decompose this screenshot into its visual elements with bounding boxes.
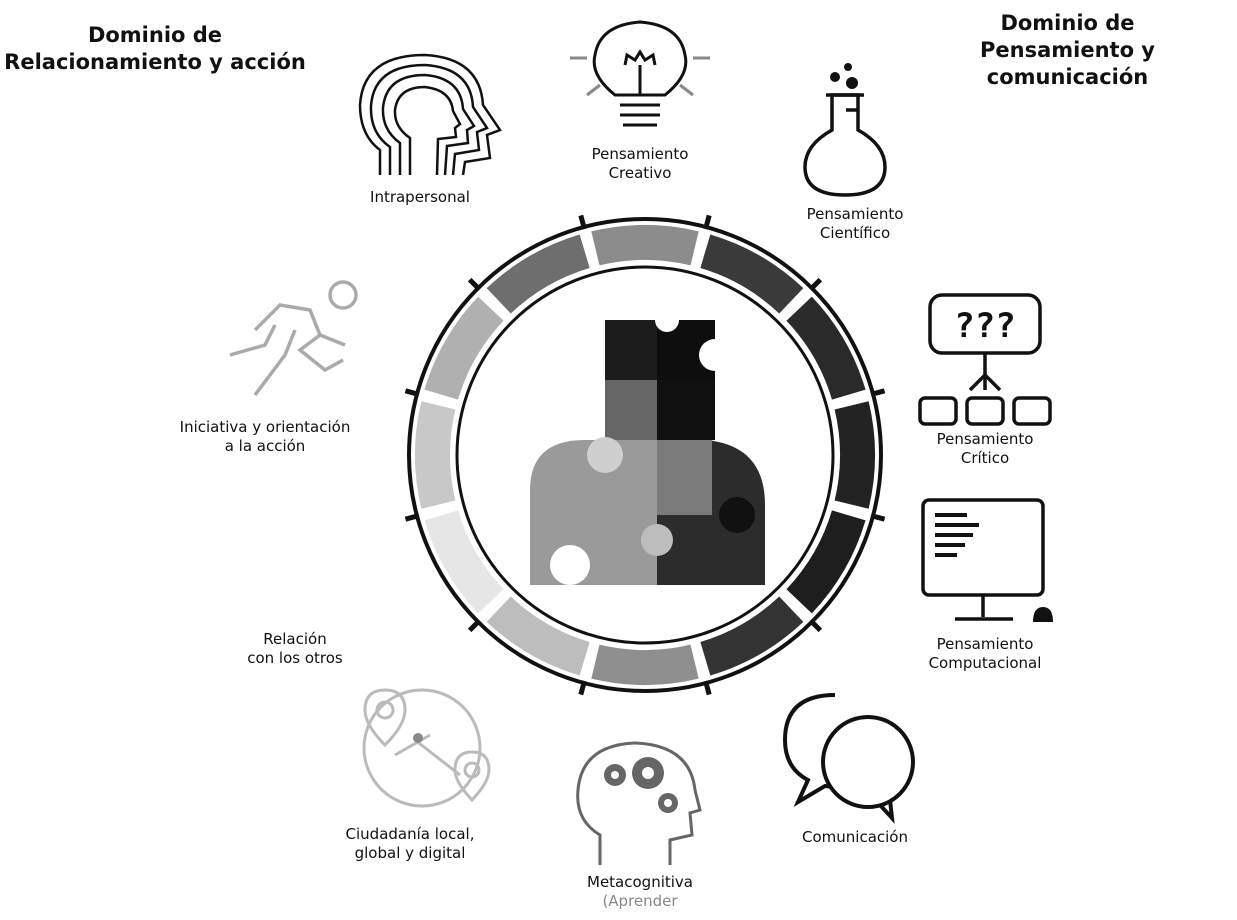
label-line1: Pensamiento: [591, 145, 689, 163]
flask-icon: [803, 63, 887, 197]
wheel-tick: [808, 618, 823, 633]
lightbulb-icon: [570, 20, 710, 127]
question-marks: ???: [954, 306, 1015, 346]
label-line1: Relación: [263, 630, 327, 648]
label-pensamiento-computacional: Pensamiento Computacional: [905, 635, 1065, 673]
wheel-tick: [703, 680, 712, 696]
wheel-tick: [703, 214, 712, 230]
wheel-outer-rim: [407, 217, 883, 693]
domain-heading-line1: Dominio de: [87, 23, 223, 47]
wheel-segment: [424, 296, 504, 400]
label-line2: Computacional: [928, 654, 1042, 672]
label-intrapersonal: Intrapersonal: [345, 188, 495, 207]
label-pensamiento-creativo: Pensamiento Creativo: [560, 145, 720, 183]
wheel-segment: [700, 596, 804, 676]
wheel-segment: [486, 234, 590, 314]
wheel-tick: [870, 388, 886, 397]
label-pensamiento-critico: Pensamiento Crítico: [905, 430, 1065, 468]
label-comunicacion: Comunicación: [775, 828, 935, 847]
head-gears-icon: [576, 741, 702, 865]
competency-wheel: [404, 214, 886, 696]
wheel-tick: [467, 277, 482, 292]
speech-bubbles-icon: [782, 693, 915, 824]
globe-pins-icon: [362, 688, 491, 808]
wheel-tick: [578, 214, 587, 230]
label-metacognitiva: Metacognitiva (Aprender: [560, 873, 720, 911]
wheel-segment: [415, 401, 456, 509]
wheel-tick: [404, 513, 420, 522]
puzzle-person-icon: [530, 308, 765, 585]
label-iniciativa: Iniciativa y orientación a la acción: [160, 418, 370, 456]
label-line2: Crítico: [960, 449, 1010, 467]
domain-heading-line1: Dominio de: [1000, 11, 1135, 35]
wheel-segment: [486, 596, 590, 676]
label-line1: Iniciativa y orientación: [179, 418, 351, 436]
domain-heading-relacionamiento: Dominio de Relacionamiento y acción: [0, 22, 310, 76]
label-line1: Metacognitiva: [587, 873, 693, 891]
label-line1: Pensamiento: [936, 430, 1034, 448]
wheel-ticks: [404, 214, 886, 696]
label-line2: con los otros: [247, 649, 343, 667]
wheel-segment: [591, 225, 699, 266]
label-line1: Intrapersonal: [370, 188, 470, 206]
wheel-tick: [467, 618, 482, 633]
label-line2: Científico: [819, 224, 891, 242]
wheel-segment: [591, 644, 699, 685]
question-tree-icon: ???: [918, 293, 1052, 426]
runner-icon: [229, 280, 358, 397]
wheel-segments: [415, 225, 875, 685]
label-line1: Comunicación: [802, 828, 908, 846]
wheel-tick: [404, 388, 420, 397]
label-line1: Pensamiento: [936, 635, 1034, 653]
label-line2: Creativo: [608, 164, 672, 182]
wheel-segment: [786, 510, 866, 614]
domain-heading-line2: Pensamiento y comunicación: [980, 38, 1155, 89]
wheel-tick: [808, 277, 823, 292]
label-line2: global y digital: [354, 844, 466, 862]
label-relacion: Relación con los otros: [220, 630, 370, 668]
head-profile-icon: [358, 53, 502, 176]
label-line1: Pensamiento: [806, 205, 904, 223]
label-line2: a la acción: [224, 437, 306, 455]
wheel-tick: [578, 680, 587, 696]
label-ciudadania: Ciudadanía local, global y digital: [320, 825, 500, 863]
label-line2: (Aprender: [602, 892, 678, 910]
wheel-segment: [424, 510, 504, 614]
label-pensamiento-cientifico: Pensamiento Científico: [775, 205, 935, 243]
computer-monitor-icon: [921, 498, 1053, 622]
domain-heading-line2: Relacionamiento y acción: [4, 50, 306, 74]
wheel-segment: [786, 296, 866, 400]
wheel-segment: [700, 234, 804, 314]
wheel-tick: [870, 513, 886, 522]
wheel-segment: [834, 401, 875, 509]
domain-heading-pensamiento: Dominio de Pensamiento y comunicación: [900, 10, 1235, 91]
label-line1: Ciudadanía local,: [345, 825, 475, 843]
